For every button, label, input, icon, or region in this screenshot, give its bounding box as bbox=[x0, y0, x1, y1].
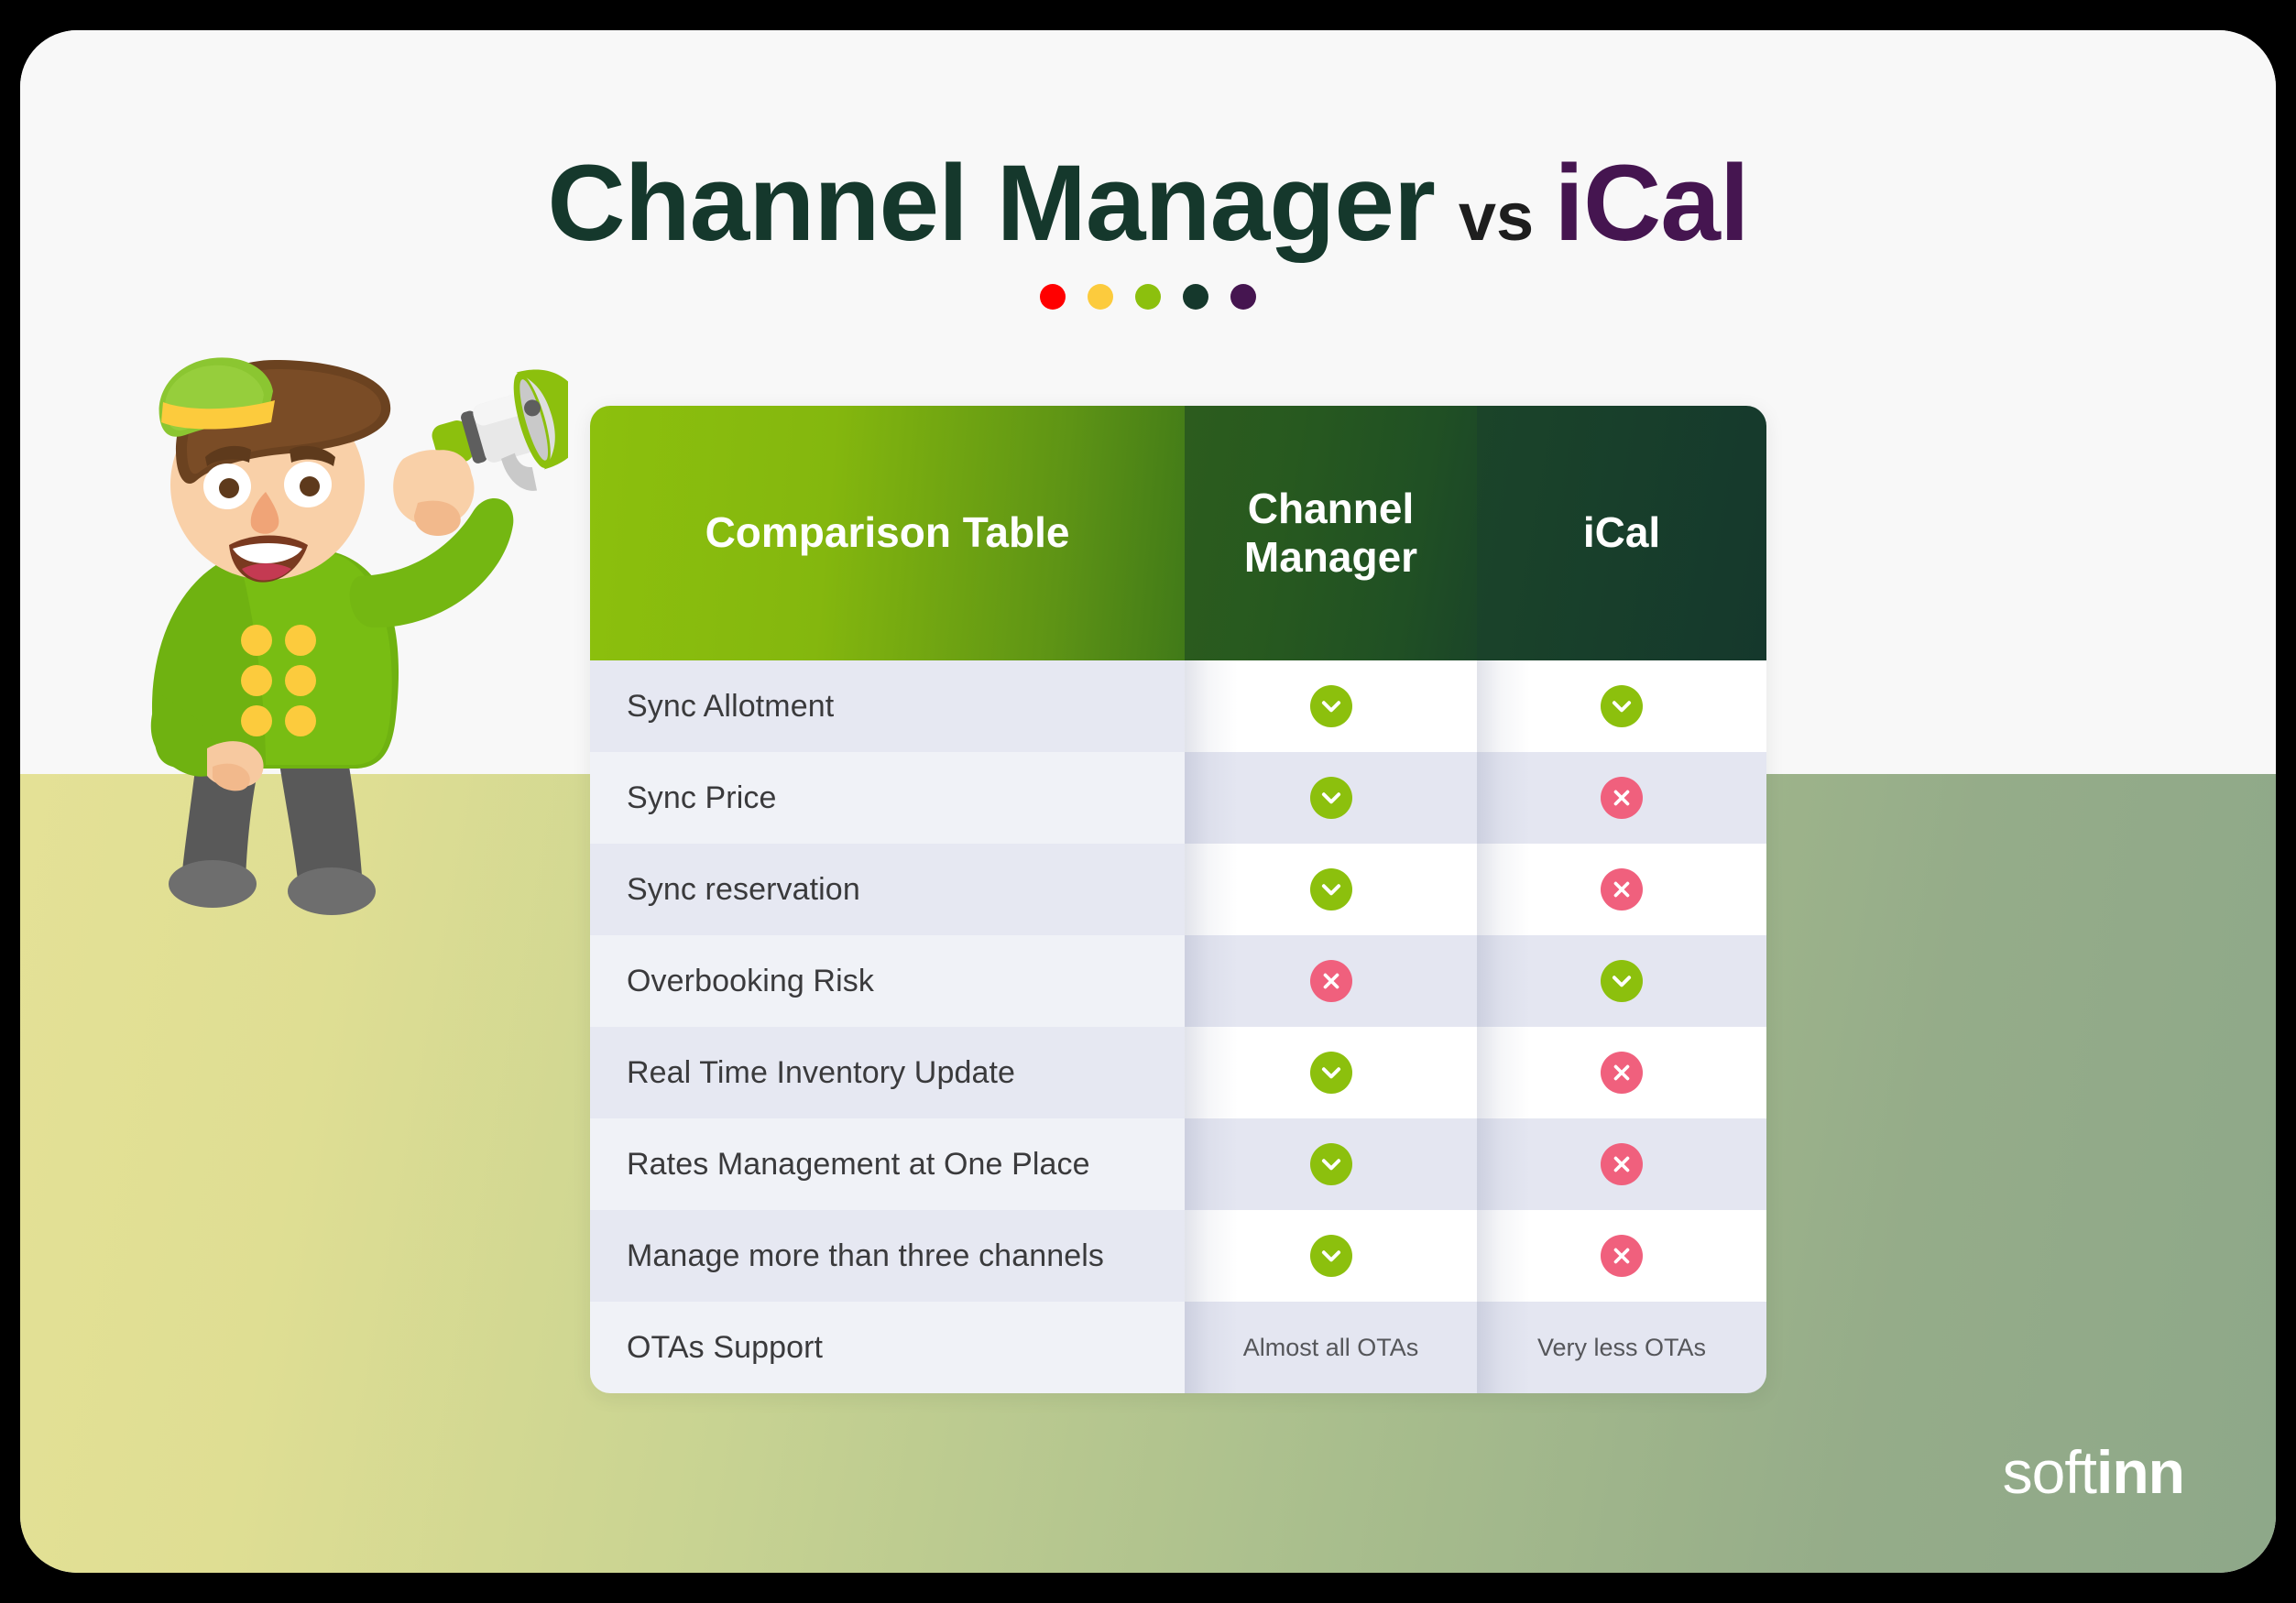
check-circle-icon bbox=[1601, 960, 1643, 1002]
column-header-ical: iCal bbox=[1477, 406, 1766, 660]
dot-darkgreen bbox=[1183, 283, 1208, 310]
table-row: Real Time Inventory Update bbox=[590, 1027, 1766, 1118]
table-row: Sync Price bbox=[590, 752, 1766, 844]
check-circle-icon bbox=[1309, 1235, 1352, 1277]
check-circle-icon bbox=[1309, 685, 1352, 727]
row-label: Rates Management at One Place bbox=[590, 1118, 1185, 1210]
row-label: OTAs Support bbox=[590, 1302, 1185, 1393]
table-row: Rates Management at One Place bbox=[590, 1118, 1766, 1210]
check-circle-icon bbox=[1309, 777, 1352, 819]
cell-ical bbox=[1477, 660, 1766, 752]
table-row: Overbooking Risk bbox=[590, 935, 1766, 1027]
row-label: Sync reservation bbox=[590, 844, 1185, 935]
column-header-channel-manager: Channel Manager bbox=[1185, 406, 1477, 660]
cell-channel-manager bbox=[1185, 844, 1477, 935]
cell-ical bbox=[1477, 752, 1766, 844]
column-header-comparison-table: Comparison Table bbox=[590, 406, 1185, 660]
cell-channel-manager bbox=[1185, 752, 1477, 844]
column-header-comparison-table-label: Comparison Table bbox=[705, 508, 1070, 557]
cross-circle-icon bbox=[1309, 960, 1352, 1002]
row-label: Sync Allotment bbox=[590, 660, 1185, 752]
title-part-channel-manager: Channel Manager bbox=[547, 143, 1436, 264]
title-part-ical: iCal bbox=[1554, 143, 1749, 264]
cell-ical bbox=[1477, 1027, 1766, 1118]
check-circle-icon bbox=[1309, 1143, 1352, 1185]
cell-channel-manager bbox=[1185, 1027, 1477, 1118]
dot-red bbox=[1040, 283, 1066, 310]
column-header-channel-manager-label: Channel Manager bbox=[1243, 484, 1418, 581]
dot-purple bbox=[1230, 283, 1256, 310]
cell-channel-manager bbox=[1185, 660, 1477, 752]
check-circle-icon bbox=[1601, 685, 1643, 727]
cell-ical: Very less OTAs bbox=[1477, 1302, 1766, 1393]
decorative-dot-row bbox=[20, 283, 2276, 310]
row-label: Real Time Inventory Update bbox=[590, 1027, 1185, 1118]
table-row: Sync reservation bbox=[590, 844, 1766, 935]
comparison-table: Comparison Table Channel Manager iCal Sy… bbox=[590, 406, 1766, 1393]
table-row: Manage more than three channels bbox=[590, 1210, 1766, 1302]
dot-yellow bbox=[1088, 283, 1113, 310]
cell-text-ical: Very less OTAs bbox=[1536, 1333, 1707, 1361]
table-row: Sync Allotment bbox=[590, 660, 1766, 752]
bellhop-mascot-illustration bbox=[128, 338, 568, 915]
row-label: Overbooking Risk bbox=[590, 935, 1185, 1027]
check-circle-icon bbox=[1309, 1052, 1352, 1094]
cell-ical bbox=[1477, 935, 1766, 1027]
row-label: Sync Price bbox=[590, 752, 1185, 844]
softinn-logo-soft: soft bbox=[2002, 1438, 2097, 1506]
row-label: Manage more than three channels bbox=[590, 1210, 1185, 1302]
table-row: OTAs Support Almost all OTAs Very less OTA… bbox=[590, 1302, 1766, 1393]
cell-ical bbox=[1477, 1118, 1766, 1210]
cell-channel-manager bbox=[1185, 935, 1477, 1027]
cell-ical bbox=[1477, 1210, 1766, 1302]
cross-circle-icon bbox=[1601, 868, 1643, 911]
cross-circle-icon bbox=[1601, 1143, 1643, 1185]
cell-ical bbox=[1477, 844, 1766, 935]
cross-circle-icon bbox=[1601, 1052, 1643, 1094]
softinn-logo-inn: inn bbox=[2096, 1438, 2185, 1506]
cross-circle-icon bbox=[1601, 1235, 1643, 1277]
cell-channel-manager bbox=[1185, 1118, 1477, 1210]
table-header-row: Comparison Table Channel Manager iCal bbox=[590, 406, 1766, 660]
cell-channel-manager: Almost all OTAs bbox=[1185, 1302, 1477, 1393]
cross-circle-icon bbox=[1601, 777, 1643, 819]
cell-text-channel-manager: Almost all OTAs bbox=[1242, 1333, 1419, 1361]
dot-green bbox=[1135, 283, 1161, 310]
title-part-vs: vs bbox=[1458, 179, 1535, 255]
column-header-ical-label: iCal bbox=[1582, 508, 1661, 557]
cell-channel-manager bbox=[1185, 1210, 1477, 1302]
check-circle-icon bbox=[1309, 868, 1352, 911]
softinn-logo: softinn bbox=[2002, 1437, 2185, 1507]
